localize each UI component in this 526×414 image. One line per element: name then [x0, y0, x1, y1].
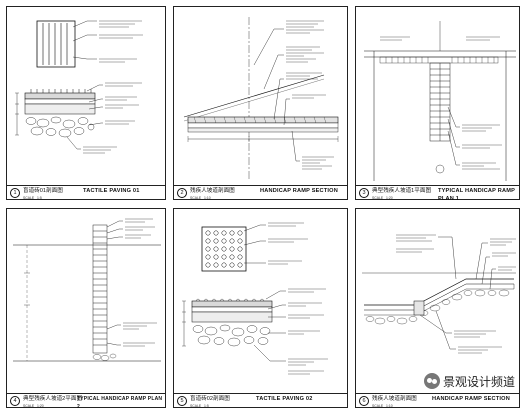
detail-title-en: TACTILE PAVING 01	[83, 188, 140, 194]
detail-number: 2	[177, 188, 187, 198]
detail-title-en: TYPICAL HANDICAP RAMP PLAN 1	[438, 188, 515, 202]
detail-title-cn: 残疾人坡道剖面图	[372, 396, 417, 402]
scale-value: 1:20	[386, 196, 393, 200]
title-block: 2 残疾人坡道剖面图 HANDICAP RAMP SECTION SCALE 1…	[174, 185, 347, 200]
title-block: 6 残疾人坡道剖面图 HANDICAP RAMP SECTION SCALE 1…	[356, 393, 519, 408]
detail-title-en: TYPICAL HANDICAP RAMP PLAN 2	[77, 396, 163, 410]
scale-value: 1:5	[204, 404, 209, 408]
detail-title-cn: 典型残疾人坡道1平面图	[372, 188, 432, 194]
detail-number: 1	[10, 188, 20, 198]
scale-value: 1:20	[37, 404, 44, 408]
title-block: 3 典型残疾人坡道1平面图 TYPICAL HANDICAP RAMP PLAN…	[356, 185, 519, 202]
watermark: 景观设计频道	[420, 372, 518, 390]
detail-title-en: HANDICAP RAMP SECTION	[432, 396, 510, 402]
title-block: 5 盲道砖02剖面图 TACTILE PAVING 02 SCALE 1:5	[174, 393, 347, 408]
detail-title-cn: 盲道砖02剖面图	[190, 396, 230, 402]
typical-handicap-ramp-plan-1-drawing	[364, 21, 516, 181]
detail-title-en: TACTILE PAVING 02	[256, 396, 313, 402]
scale-label: SCALE	[372, 404, 384, 408]
detail-number: 6	[359, 396, 369, 406]
title-block: 4 典型残疾人坡道2平面图 TYPICAL HANDICAP RAMP PLAN…	[7, 393, 165, 410]
detail-panel-3: 3 典型残疾人坡道1平面图 TYPICAL HANDICAP RAMP PLAN…	[355, 6, 520, 202]
detail-number: 4	[10, 396, 20, 406]
handicap-ramp-section-drawing	[183, 17, 339, 181]
handicap-ramp-section-drawing	[362, 234, 516, 354]
detail-panel-4: 4 典型残疾人坡道2平面图 TYPICAL HANDICAP RAMP PLAN…	[6, 208, 166, 410]
detail-title-en: HANDICAP RAMP SECTION	[260, 188, 338, 194]
detail-panel-2: 2 残疾人坡道剖面图 HANDICAP RAMP SECTION SCALE 1…	[173, 6, 348, 200]
detail-number: 3	[359, 188, 369, 198]
scale-value: 1:10	[204, 196, 211, 200]
wechat-logo-icon	[423, 373, 440, 389]
tactile-paving-01-drawing	[15, 20, 143, 154]
typical-handicap-ramp-plan-2-drawing	[13, 218, 161, 362]
detail-panel-5: 5 盲道砖02剖面图 TACTILE PAVING 02 SCALE 1:5	[173, 208, 348, 408]
scale-label: SCALE	[23, 404, 35, 408]
watermark-text: 景观设计频道	[442, 374, 515, 389]
scale-label: SCALE	[190, 404, 202, 408]
tactile-paving-02-drawing	[182, 222, 328, 375]
scale-label: SCALE	[190, 196, 202, 200]
scale-value: 1:10	[386, 404, 393, 408]
detail-title-cn: 典型残疾人坡道2平面图	[23, 396, 83, 402]
scale-label: SCALE	[372, 196, 384, 200]
scale-value: 1:5	[37, 196, 42, 200]
detail-title-cn: 盲道砖01剖面图	[23, 188, 63, 194]
detail-panel-1: 1 盲道砖01剖面图 TACTILE PAVING 01 SCALE 1:5	[6, 6, 166, 200]
detail-title-cn: 残疾人坡道剖面图	[190, 188, 235, 194]
title-block: 1 盲道砖01剖面图 TACTILE PAVING 01 SCALE 1:5	[7, 185, 165, 200]
detail-number: 5	[177, 396, 187, 406]
scale-label: SCALE	[23, 196, 35, 200]
